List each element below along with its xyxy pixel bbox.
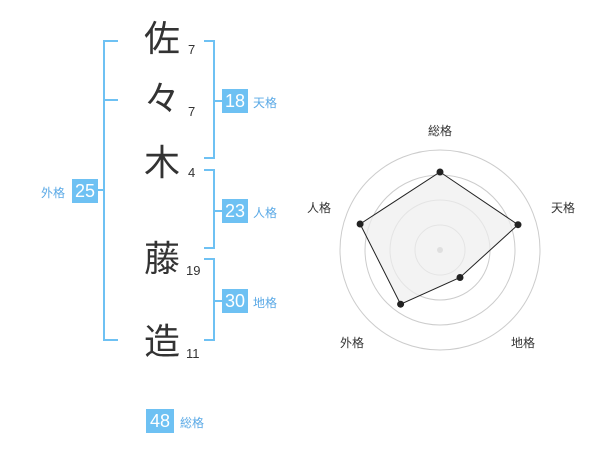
name-char-3: 木 [143, 143, 180, 184]
radar-point-3 [456, 274, 464, 281]
stroke-count-4: 19 [186, 263, 201, 278]
name-char-2: 々 [143, 79, 180, 120]
stroke-count-3: 4 [188, 165, 196, 180]
soukaku-value: 48 [146, 409, 174, 433]
radar-grid-ring [339, 149, 541, 351]
radar-axis-label-jinkaku: 人格 [307, 201, 332, 215]
jinkaku-bracket [204, 169, 215, 249]
gaikaku-value: 25 [72, 179, 98, 203]
radar-axis-label-gaikaku: 外格 [340, 336, 365, 350]
name-char-4: 藤 [143, 239, 180, 280]
radar-axis-label-soukaku: 総格 [428, 124, 453, 138]
radar-axis-label-tenkaku: 天格 [551, 201, 576, 215]
radar-point-1 [436, 168, 444, 176]
radar-series-polygon [359, 171, 519, 305]
chikaku-bracket [204, 258, 215, 341]
tenkaku-bracket [204, 40, 215, 159]
chikaku-value: 30 [222, 289, 248, 313]
soukaku-label: 総格 [180, 416, 205, 430]
jinkaku-label: 人格 [253, 206, 278, 220]
tenkaku-label: 天格 [253, 96, 278, 110]
radar-point-5 [356, 220, 364, 228]
stroke-count-1: 7 [188, 42, 196, 57]
stroke-count-5: 11 [186, 346, 200, 361]
gaikaku-label: 外格 [41, 186, 66, 200]
tenkaku-value: 18 [222, 89, 248, 113]
radar-axis-label-chikaku: 地格 [511, 336, 536, 350]
jinkaku-value: 23 [222, 199, 248, 223]
radar-point-4 [397, 300, 405, 308]
stroke-count-2: 7 [188, 104, 196, 119]
chikaku-label: 地格 [253, 296, 278, 310]
name-char-5: 造 [143, 322, 180, 363]
name-char-1: 佐 [143, 19, 180, 60]
radar-point-2 [514, 221, 522, 229]
